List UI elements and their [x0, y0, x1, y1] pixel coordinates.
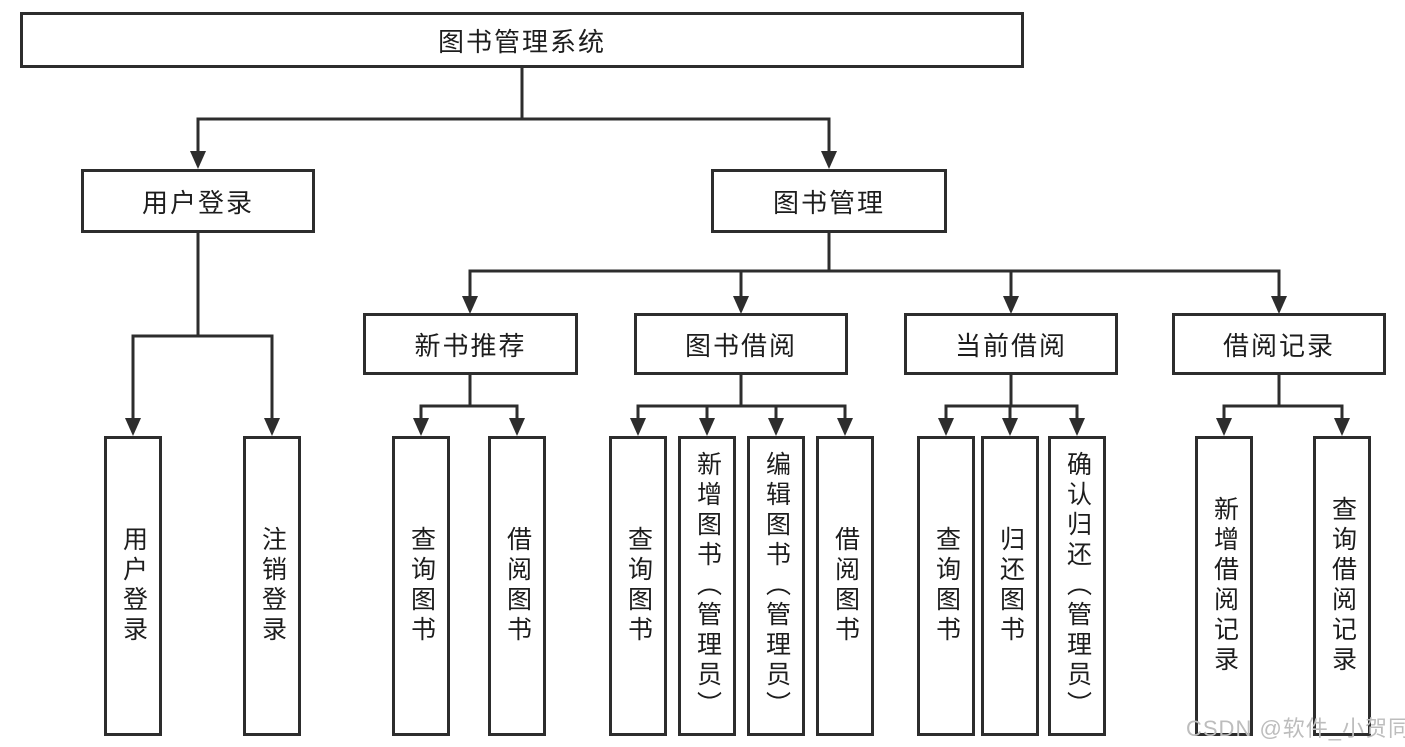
leaf-label: 归还图书 — [996, 526, 1025, 646]
node-system-title: 图书管理系统 — [20, 12, 1024, 68]
leaf-label: 确认归还（管理员） — [1063, 451, 1092, 721]
leaf-label: 查询图书 — [407, 526, 436, 646]
node-leaf-borrow-book-recommend: 借阅图书 — [488, 436, 546, 736]
arrowhead-icon — [733, 296, 749, 314]
arrowhead-icon — [821, 151, 837, 169]
node-leaf-edit-book-admin: 编辑图书（管理员） — [747, 436, 805, 736]
node-leaf-query-borrow-record: 查询借阅记录 — [1313, 436, 1371, 736]
arrowhead-icon — [768, 418, 784, 436]
arrowhead-icon — [264, 418, 280, 436]
node-borrow-records: 借阅记录 — [1172, 313, 1386, 375]
leaf-label: 查询借阅记录 — [1328, 496, 1357, 676]
arrowhead-icon — [630, 418, 646, 436]
arrowhead-icon — [1003, 296, 1019, 314]
node-book-management: 图书管理 — [711, 169, 947, 233]
node-leaf-query-book-recommend: 查询图书 — [392, 436, 450, 736]
node-leaf-query-book-borrow: 查询图书 — [609, 436, 667, 736]
leaf-label: 借阅图书 — [503, 526, 532, 646]
node-user-login: 用户登录 — [81, 169, 315, 233]
arrowhead-icon — [938, 418, 954, 436]
arrowhead-icon — [1216, 418, 1232, 436]
node-new-book-recommend: 新书推荐 — [363, 313, 578, 375]
leaf-label: 编辑图书（管理员） — [762, 451, 791, 721]
leaf-label: 查询图书 — [932, 526, 961, 646]
arrowhead-icon — [1334, 418, 1350, 436]
arrowhead-icon — [699, 418, 715, 436]
node-leaf-add-book-admin: 新增图书（管理员） — [678, 436, 736, 736]
arrowhead-icon — [1002, 418, 1018, 436]
node-leaf-borrow-book: 借阅图书 — [816, 436, 874, 736]
node-leaf-confirm-return-admin: 确认归还（管理员） — [1048, 436, 1106, 736]
arrowhead-icon — [1069, 418, 1085, 436]
node-leaf-return-book: 归还图书 — [981, 436, 1039, 736]
arrowhead-icon — [190, 151, 206, 169]
leaf-label: 借阅图书 — [831, 526, 860, 646]
node-current-borrow: 当前借阅 — [904, 313, 1118, 375]
leaf-label: 新增借阅记录 — [1210, 496, 1239, 676]
node-book-borrow: 图书借阅 — [634, 313, 848, 375]
arrowhead-icon — [413, 418, 429, 436]
arrowhead-icon — [125, 418, 141, 436]
node-leaf-query-book-current: 查询图书 — [917, 436, 975, 736]
leaf-label: 新增图书（管理员） — [693, 451, 722, 721]
leaf-label: 查询图书 — [624, 526, 653, 646]
node-leaf-add-borrow-record: 新增借阅记录 — [1195, 436, 1253, 736]
arrowhead-icon — [1271, 296, 1287, 314]
arrowhead-icon — [509, 418, 525, 436]
node-leaf-logout: 注销登录 — [243, 436, 301, 736]
leaf-label: 用户登录 — [119, 526, 148, 646]
node-leaf-user-login: 用户登录 — [104, 436, 162, 736]
arrowhead-icon — [462, 296, 478, 314]
leaf-label: 注销登录 — [258, 526, 287, 646]
arrowhead-icon — [837, 418, 853, 436]
